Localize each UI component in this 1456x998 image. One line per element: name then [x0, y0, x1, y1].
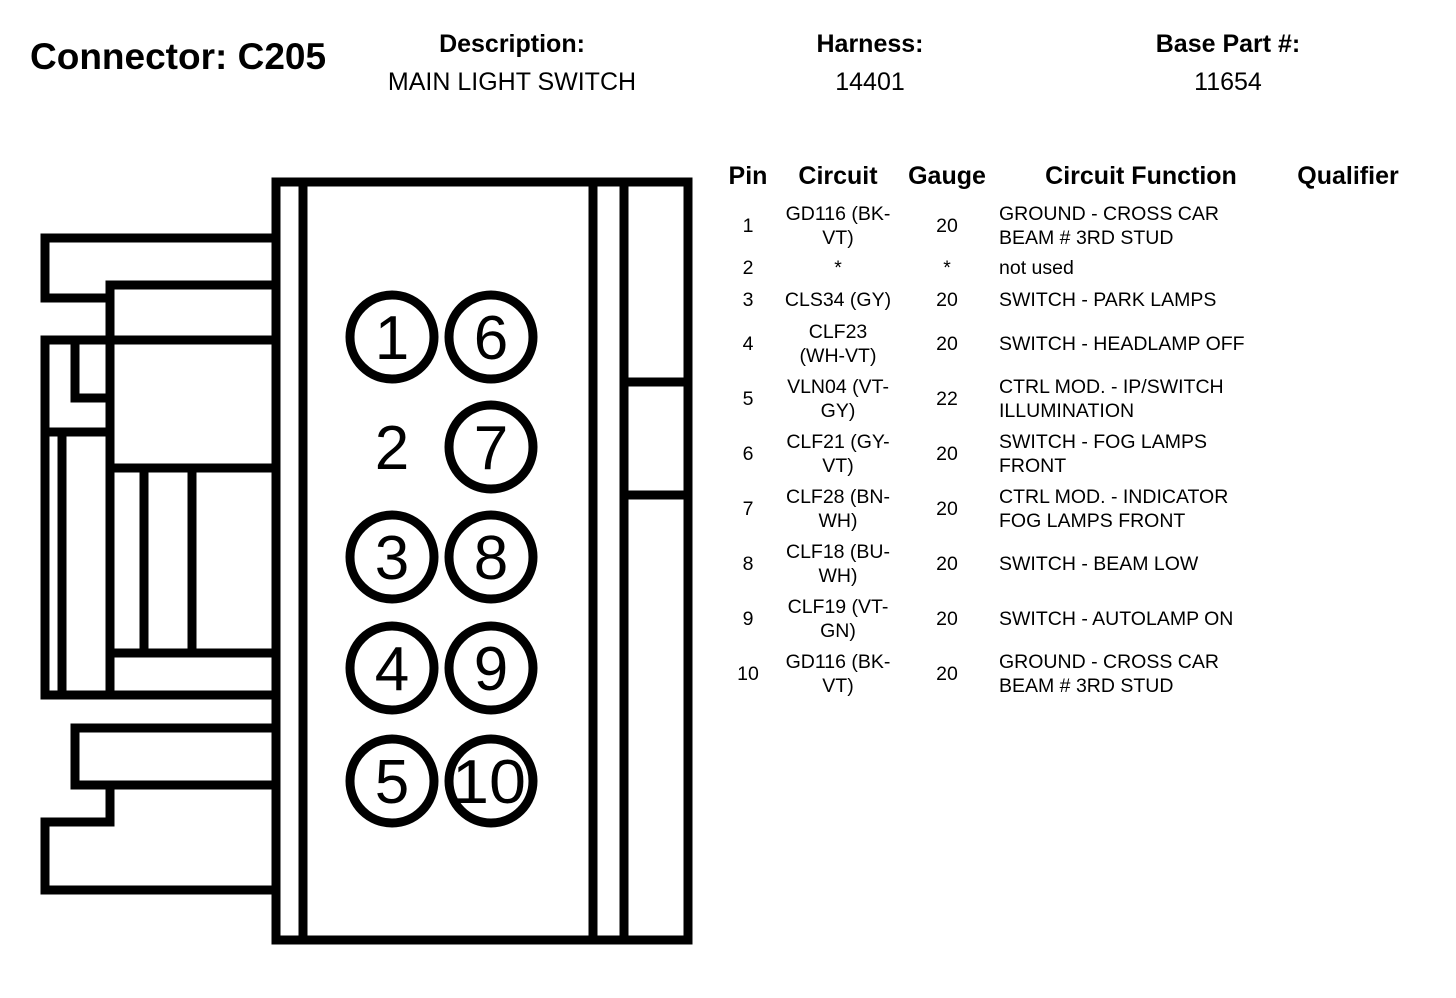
- table-cell-pin: 10: [737, 663, 759, 685]
- table-cell-circuit: CLF23(WH-VT): [799, 321, 877, 367]
- pin-cavity-circle: [444, 400, 538, 494]
- table-cell-gauge: 20: [936, 333, 958, 355]
- left-latch-top: [40, 233, 276, 303]
- table-cell-circuit-function: SWITCH - AUTOLAMP ON: [999, 608, 1234, 630]
- table-cell-circuit-function: not used: [999, 257, 1074, 279]
- pin-cavity-circle: [345, 621, 439, 715]
- table-cell-circuit: CLF28 (BN-WH): [785, 486, 891, 532]
- pin-number-label: 5: [375, 748, 409, 817]
- table-cell-circuit-function: SWITCH - BEAM LOW: [999, 553, 1199, 575]
- pin-number-label: 7: [474, 414, 508, 483]
- col-header-gauge: Gauge: [908, 162, 986, 190]
- table-cell-pin: 8: [742, 553, 754, 575]
- base-part-value: 11654: [1194, 68, 1262, 96]
- table-cell-gauge: 20: [936, 289, 958, 311]
- pin-cavity-circle: [345, 290, 439, 384]
- pin-number-label: 6: [474, 304, 508, 373]
- table-cell-gauge: 20: [936, 663, 958, 685]
- pin-number-label: 4: [375, 635, 409, 704]
- harness-value: 14401: [835, 68, 905, 96]
- harness-label: Harness:: [816, 30, 924, 58]
- table-cell-gauge: 20: [936, 443, 958, 465]
- table-cell-pin: 1: [742, 215, 754, 237]
- table-cell-pin: 5: [742, 388, 754, 410]
- right-notch-bottom: [619, 490, 693, 945]
- pin-number-label: 1: [375, 304, 409, 373]
- table-cell-pin: 2: [742, 257, 754, 279]
- table-cell-pin: 3: [742, 289, 754, 311]
- table-cell-gauge: 22: [936, 388, 958, 410]
- table-cell-pin: 7: [742, 498, 754, 520]
- pin-number-label: 3: [375, 524, 409, 593]
- table-cell-gauge: *: [943, 257, 951, 279]
- table-cell-pin: 9: [742, 608, 754, 630]
- description-block: Description: MAIN LIGHT SWITCH: [362, 28, 662, 104]
- harness-block: Harness: 14401: [770, 28, 970, 104]
- left-lock-frame: [40, 335, 276, 700]
- table-cell-pin: 4: [742, 333, 754, 355]
- table-cell-circuit: CLF19 (VT-GN): [787, 596, 889, 642]
- pin-cavity-circle: [444, 734, 538, 828]
- table-cell-circuit: CLF21 (GY-VT): [786, 431, 890, 477]
- table-cell-circuit-function: SWITCH - PARK LAMPS: [999, 289, 1217, 311]
- table-cell-circuit: CLF18 (BU-WH): [785, 541, 891, 587]
- pin-cavity-circle: [444, 510, 538, 604]
- table-cell-circuit: CLS34 (GY): [784, 289, 892, 311]
- description-value: MAIN LIGHT SWITCH: [387, 68, 637, 96]
- description-label: Description:: [439, 30, 585, 58]
- connector-title: Connector: C205: [30, 36, 327, 77]
- col-header-pin: Pin: [728, 162, 768, 190]
- pin-cavities: 1 2 3 4 5 6 7 8 9 10: [345, 290, 538, 828]
- pin-number-label: 9: [474, 635, 508, 704]
- pin-cavity-circle: [345, 734, 439, 828]
- table-cell-gauge: 20: [936, 215, 958, 237]
- connector-face-diagram: 1 2 3 4 5 6 7 8 9 10: [40, 177, 693, 945]
- col-header-circuit: Circuit: [798, 162, 878, 190]
- pin-number-label: 10: [452, 748, 526, 817]
- right-notch-top: [619, 177, 693, 387]
- pin-cavity-circle: [444, 621, 538, 715]
- table-cell-circuit-function: SWITCH - HEADLAMP OFF: [999, 333, 1245, 355]
- left-latch-bottom: [40, 723, 276, 895]
- pin-number-label: 2: [375, 414, 409, 483]
- pin-number-label: 8: [474, 524, 508, 593]
- table-cell-gauge: 20: [936, 498, 958, 520]
- table-cell-circuit: GD116 (BK-VT): [785, 203, 891, 249]
- base-part-block: Base Part #: 11654: [1128, 28, 1328, 104]
- base-part-label: Base Part #:: [1155, 30, 1301, 58]
- table-cell-pin: 6: [742, 443, 754, 465]
- table-cell-gauge: 20: [936, 608, 958, 630]
- table-cell-circuit: *: [834, 257, 842, 279]
- col-header-qualifier: Qualifier: [1297, 162, 1399, 190]
- table-cell-gauge: 20: [936, 553, 958, 575]
- col-header-circuit-function: Circuit Function: [1045, 162, 1237, 190]
- pin-cavity-circle: [345, 510, 439, 604]
- pin-cavity-circle: [444, 290, 538, 384]
- table-cell-circuit: VLN04 (VT-GY): [787, 376, 889, 422]
- table-cell-circuit: GD116 (BK-VT): [785, 651, 891, 697]
